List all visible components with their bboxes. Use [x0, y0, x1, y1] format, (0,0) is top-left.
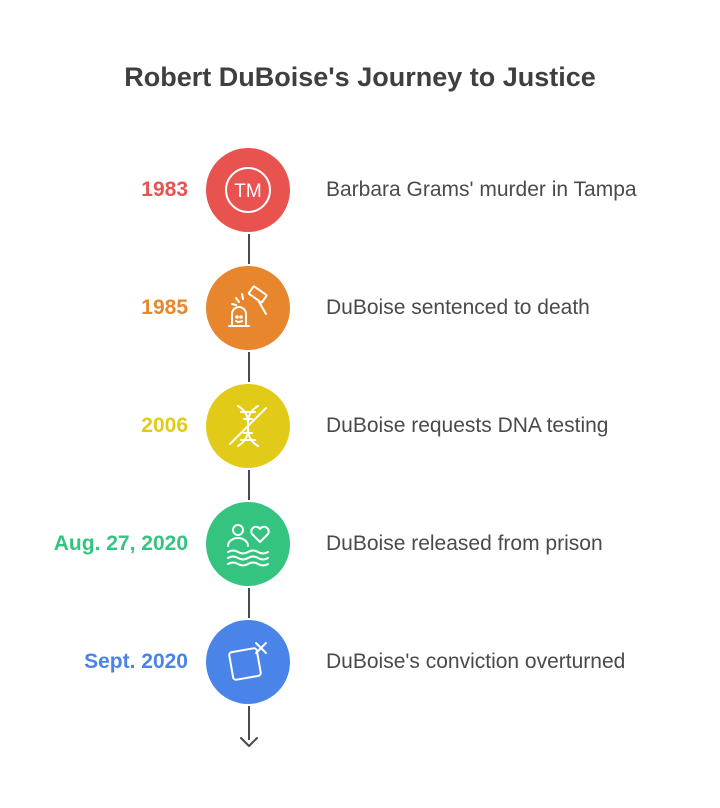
svg-text:TM: TM — [234, 181, 261, 202]
timeline-connector — [248, 352, 250, 382]
event-date: Aug. 27, 2020 — [53, 532, 188, 555]
timeline-connector — [248, 588, 250, 618]
diagram-title: Robert DuBoise's Journey to Justice — [124, 62, 596, 92]
event-circle — [206, 620, 290, 704]
event-description: DuBoise requests DNA testing — [326, 414, 609, 437]
timeline-event-1983: 1983 TM Barbara Grams' murder in Tampa — [0, 146, 720, 234]
square-x-icon — [228, 642, 267, 681]
event-description: DuBoise sentenced to death — [326, 296, 590, 319]
gavel-icon — [228, 285, 268, 327]
event-circle — [206, 502, 290, 586]
arrow-down-icon — [240, 737, 258, 747]
timeline-connector — [248, 706, 250, 740]
person-heart-icon — [227, 524, 270, 567]
event-date: 2006 — [141, 414, 188, 437]
timeline-event-2006: 2006 DuBoise requests DNA testing — [0, 382, 720, 470]
event-circle: TM — [206, 148, 290, 232]
event-description: DuBoise's conviction overturned — [326, 650, 626, 673]
event-date: Sept. 2020 — [84, 650, 188, 673]
event-date: 1983 — [141, 178, 188, 201]
timeline-event-2020-release: Aug. 27, 2020 DuBoise released from pris… — [0, 500, 720, 588]
no-dna-icon — [229, 405, 267, 447]
event-description: Barbara Grams' murder in Tampa — [326, 178, 637, 201]
event-date: 1985 — [141, 296, 188, 319]
timeline-connector — [248, 234, 250, 264]
event-circle — [206, 384, 290, 468]
timeline-event-2020-overturned: Sept. 2020 DuBoise's conviction overturn… — [0, 618, 720, 706]
timeline-event-1985: 1985 DuBoise sentenced to death — [0, 264, 720, 352]
tm-icon: TM — [225, 167, 271, 213]
timeline-connector — [248, 470, 250, 500]
event-description: DuBoise released from prison — [326, 532, 603, 555]
event-circle — [206, 266, 290, 350]
